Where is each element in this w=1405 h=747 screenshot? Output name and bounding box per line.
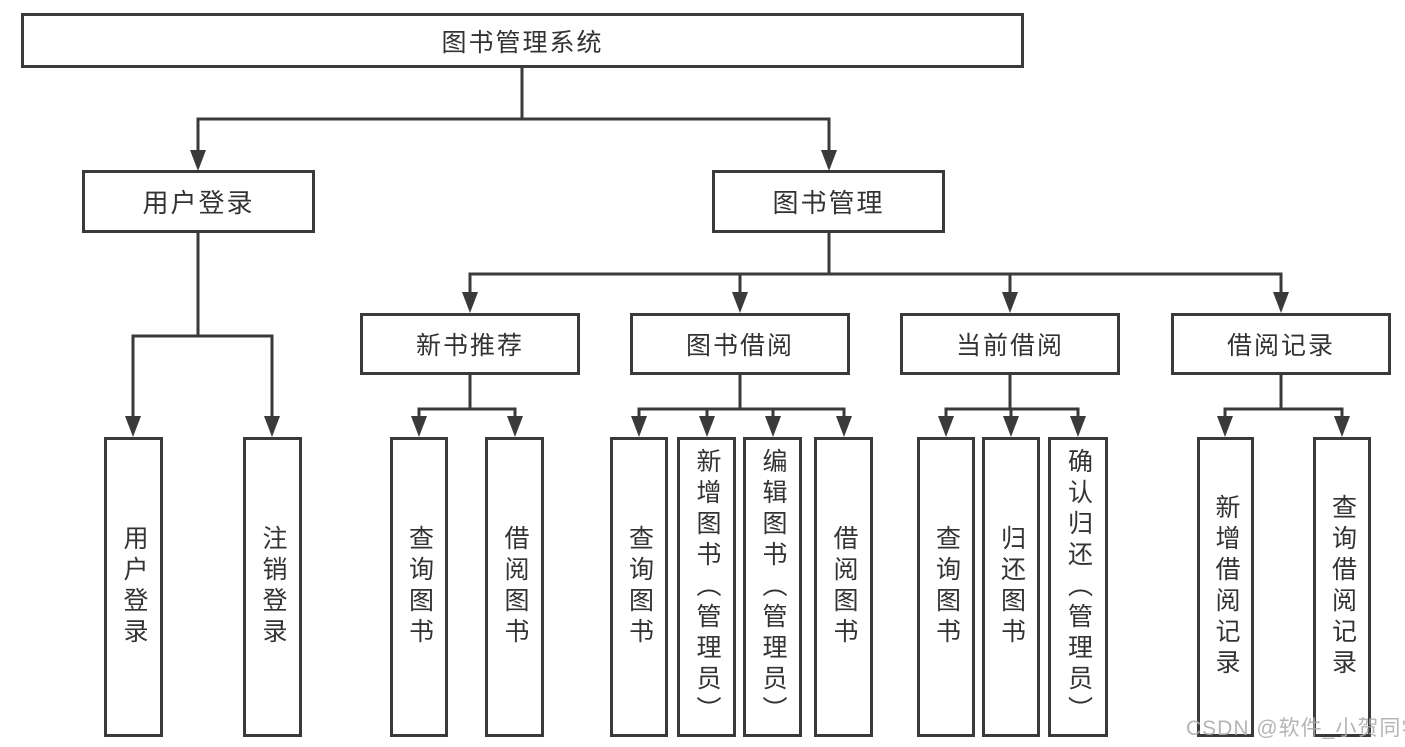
connector-root-to-level2 [196,66,831,153]
node-book-borrow-label: 图书借阅 [685,332,794,360]
leaf-query-book-1: 查询图书 [390,437,448,737]
node-library-system: 图书管理系统 [21,13,1024,68]
leaf-add-book-admin-label: 新增图书（管理员） [693,447,721,727]
node-book-management-label: 图书管理 [772,188,885,218]
node-book-management: 图书管理 [712,170,945,233]
node-user-login: 用户登录 [82,170,315,233]
leaf-query-book-3: 查询图书 [917,437,975,737]
leaf-query-book-2-label: 查询图书 [625,525,654,649]
connector-book-mgmt-branch [468,231,1283,296]
leaf-borrow-book-2: 借阅图书 [814,437,873,737]
leaf-query-borrow-record: 查询借阅记录 [1313,437,1371,737]
leaf-query-book-2: 查询图书 [610,437,668,737]
leaf-add-book-admin: 新增图书（管理员） [677,437,736,737]
node-current-borrow: 当前借阅 [900,313,1120,375]
leaf-add-borrow-record: 新增借阅记录 [1197,437,1254,737]
leaf-edit-book-admin: 编辑图书（管理员） [743,437,802,737]
node-user-login-label: 用户登录 [142,188,255,218]
leaf-confirm-return-admin-label: 确认归还（管理员） [1064,447,1093,727]
leaf-return-book-label: 归还图书 [997,525,1026,649]
leaf-edit-book-admin-label: 编辑图书（管理员） [759,447,787,727]
leaf-logout-label: 注销登录 [259,525,287,649]
leaf-borrow-book-1-label: 借阅图书 [501,525,529,649]
node-borrow-record-label: 借阅记录 [1226,332,1335,360]
leaf-query-borrow-record-label: 查询借阅记录 [1328,494,1357,680]
leaf-query-book-3-label: 查询图书 [932,525,961,649]
leaf-borrow-book-1: 借阅图书 [485,437,544,737]
leaf-logout: 注销登录 [243,437,302,737]
connector-user-login-branch [131,231,274,419]
connector-borrow-record-branch [1223,373,1344,419]
node-borrow-record: 借阅记录 [1171,313,1391,375]
leaf-return-book: 归还图书 [982,437,1040,737]
leaf-user-login-label: 用户登录 [120,525,148,649]
leaf-query-book-1-label: 查询图书 [405,525,434,649]
node-book-borrow: 图书借阅 [630,313,850,375]
connector-current-borrow-branch [944,373,1080,419]
node-library-system-label: 图书管理系统 [441,28,604,57]
leaf-borrow-book-2-label: 借阅图书 [830,525,858,649]
node-new-book-recommend-label: 新书推荐 [415,332,524,360]
leaf-add-borrow-record-label: 新增借阅记录 [1212,494,1240,680]
csdn-watermark: CSDN @软件_小贺同学 [1186,717,1405,740]
connector-new-book-branch [417,373,517,419]
arrowheads [125,150,1350,437]
leaf-user-login: 用户登录 [104,437,163,737]
node-new-book-recommend: 新书推荐 [360,313,580,375]
connector-book-borrow-branch [637,373,846,419]
leaf-confirm-return-admin: 确认归还（管理员） [1048,437,1108,737]
node-current-borrow-label: 当前借阅 [955,332,1064,360]
